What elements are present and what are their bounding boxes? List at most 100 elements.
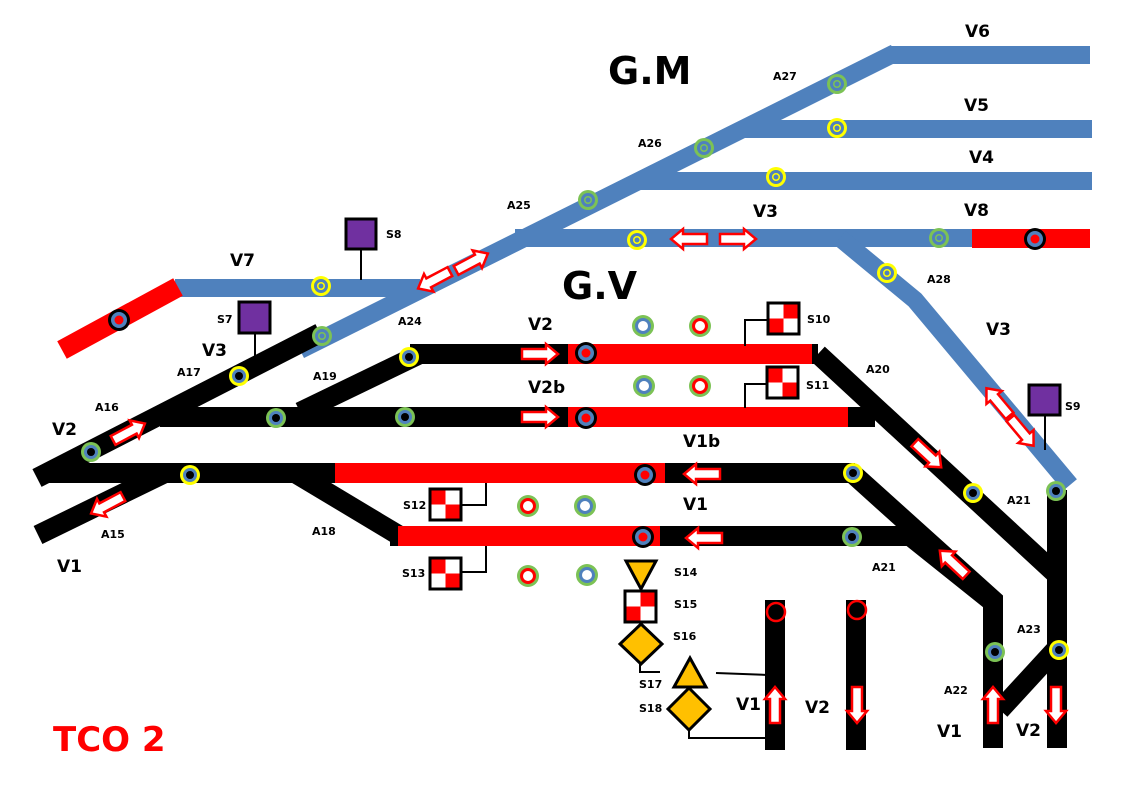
indicator-light-icon[interactable]	[399, 347, 419, 367]
signal-label-s12: S12	[403, 499, 426, 512]
indicator-light-icon[interactable]	[229, 366, 249, 386]
signal-label-s11: S11	[806, 379, 829, 392]
indicator-light-icon[interactable]	[633, 375, 655, 397]
track-label-v3-right: V3	[986, 320, 1011, 340]
track-label-v2-stub: V2	[805, 698, 830, 718]
occupied-v2[interactable]	[568, 344, 812, 364]
indicator-light-icon[interactable]	[843, 463, 863, 483]
indicator-light-icon[interactable]	[108, 309, 130, 331]
signal-s7[interactable]	[237, 300, 272, 335]
switch-label-a23: A23	[1017, 623, 1041, 636]
occupied-black	[335, 344, 848, 546]
signal-s9[interactable]	[1027, 383, 1062, 417]
signal-s13[interactable]	[428, 556, 463, 591]
track-label-v1-stub: V1	[736, 695, 761, 715]
track-v1b-to-a22[interactable]	[845, 465, 1003, 748]
indicator-light-icon[interactable]	[963, 483, 983, 503]
indicator-light-icon[interactable]	[689, 315, 711, 337]
checker-signals	[428, 301, 801, 624]
signal-s18[interactable]	[665, 685, 713, 733]
indicator-light-icon[interactable]	[632, 526, 654, 548]
switch-label-a27: A27	[773, 70, 797, 83]
signal-label-s13: S13	[402, 567, 425, 580]
indicator-light-icon[interactable]	[517, 565, 539, 587]
track-v2-left[interactable]	[32, 324, 325, 487]
indicator-light-icon[interactable]	[517, 495, 539, 517]
switch-label-a25: A25	[507, 199, 531, 212]
indicator-light-icon[interactable]	[576, 564, 598, 586]
indicator-light-icon[interactable]	[689, 375, 711, 397]
indicator-light-icon[interactable]	[395, 407, 415, 427]
track-label-v5: V5	[964, 96, 989, 116]
indicator-light-icon[interactable]	[575, 342, 597, 364]
indicator-light-icon[interactable]	[842, 527, 862, 547]
track-a19-a24[interactable]	[295, 344, 425, 422]
indicator-light-icon[interactable]	[81, 442, 101, 462]
indicator-light-icon[interactable]	[632, 315, 654, 337]
signal-label-s8: S8	[386, 228, 402, 241]
switch-label-a16: A16	[95, 401, 119, 414]
signal-s12[interactable]	[428, 487, 463, 522]
occupied-v1[interactable]	[398, 526, 660, 546]
signal-label-s16: S16	[673, 630, 697, 643]
track-label-v2-bottom: V2	[1016, 721, 1041, 741]
indicator-light-icon[interactable]	[827, 118, 847, 138]
indicator-light-icon[interactable]	[180, 465, 200, 485]
indicator-light-icon[interactable]	[877, 263, 897, 283]
indicator-light-icon[interactable]	[827, 74, 847, 94]
signal-s17[interactable]	[671, 654, 709, 689]
indicator-light-icon[interactable]	[766, 167, 786, 187]
switch-label-a24: A24	[398, 315, 422, 328]
switch-label-a17: A17	[177, 366, 201, 379]
signal-label-s18: S18	[639, 702, 662, 715]
track-v3-right[interactable]	[834, 231, 1077, 491]
signal-label-s9: S9	[1065, 400, 1081, 413]
signal-label-s10: S10	[807, 313, 831, 326]
signal-posts	[254, 250, 1046, 739]
switch-label-a26: A26	[638, 137, 662, 150]
indicator-light-icon[interactable]	[1046, 481, 1066, 501]
track-label-v4: V4	[969, 148, 994, 168]
track-a22-a23[interactable]	[992, 641, 1065, 717]
indicator-light-icon[interactable]	[929, 228, 949, 248]
switch-label-a19: A19	[313, 370, 337, 383]
track-label-v3-left: V3	[202, 341, 227, 361]
track-label-v2b: V2b	[528, 378, 565, 398]
indicator-light-icon[interactable]	[627, 230, 647, 250]
signal-s16[interactable]	[617, 621, 665, 667]
occupied-v1b[interactable]	[335, 463, 665, 483]
track-label-v3-top: V3	[753, 202, 778, 222]
signal-s14[interactable]	[623, 559, 659, 593]
track-label-v1: V1	[683, 495, 708, 515]
switch-label-a21-lower: A21	[872, 561, 896, 574]
indicator-light-icon[interactable]	[574, 495, 596, 517]
signal-s15[interactable]	[623, 589, 658, 624]
indicator-light-icon[interactable]	[846, 599, 868, 621]
indicator-light-icon[interactable]	[266, 408, 286, 428]
track-label-v8: V8	[964, 201, 989, 221]
indicator-light-icon[interactable]	[765, 601, 787, 623]
signal-s8[interactable]	[344, 217, 378, 251]
track-a18[interactable]	[289, 464, 406, 545]
indicator-light-icon[interactable]	[694, 138, 714, 158]
indicator-light-icon[interactable]	[634, 464, 656, 486]
indicator-light-icon[interactable]	[578, 190, 598, 210]
indicator-lights	[81, 74, 1069, 662]
indicator-light-icon[interactable]	[1024, 228, 1046, 250]
track-label-v7: V7	[230, 251, 255, 271]
track-label-v2: V2	[528, 315, 553, 335]
indicator-light-icon[interactable]	[985, 642, 1005, 662]
signal-s11[interactable]	[765, 365, 800, 400]
indicator-light-icon[interactable]	[312, 326, 332, 346]
labels: G.M G.V V6 V5 V4 V8 V3 V3 V7 V3 V2 V1 V2…	[52, 22, 1081, 760]
occupied-v2b[interactable]	[568, 407, 848, 427]
signal-s10[interactable]	[766, 301, 801, 336]
switch-label-a22: A22	[944, 684, 968, 697]
signal-label-s17: S17	[639, 678, 662, 691]
indicator-light-icon[interactable]	[1049, 640, 1069, 660]
indicator-light-icon[interactable]	[575, 407, 597, 429]
switch-label-a28: A28	[927, 273, 951, 286]
zone-label-gv: G.V	[562, 264, 638, 308]
signal-label-s14: S14	[674, 566, 698, 579]
indicator-light-icon[interactable]	[311, 276, 331, 296]
